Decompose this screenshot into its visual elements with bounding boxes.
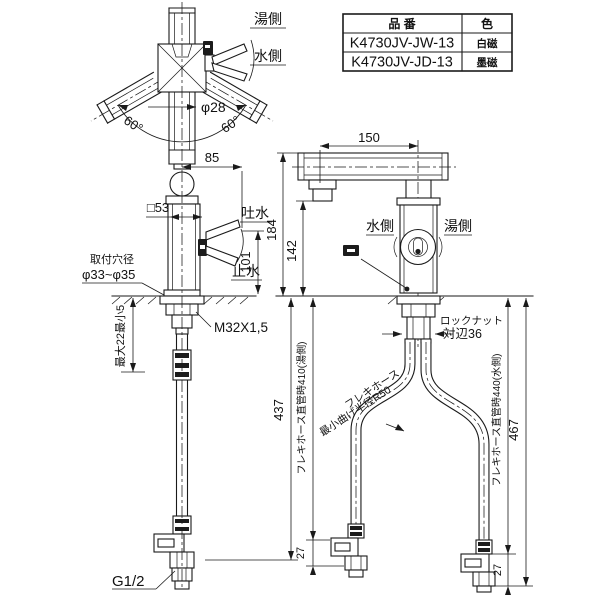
- dim-inlet-thread: G1/2: [112, 570, 176, 590]
- mount-hole-range: φ33~φ35: [82, 267, 135, 282]
- dim-hose-cold: フレキホース直管時440(水側) 27: [490, 298, 533, 595]
- color-white: 白磁: [477, 37, 498, 50]
- dim-deck-range-label: 最大22最小5: [113, 305, 127, 367]
- dim-height-spout: 142: [284, 200, 315, 296]
- dim-hose-hot: フレキホース直管時410(湯側) 27: [295, 298, 344, 575]
- dim-locknut-size: 対辺36: [443, 327, 482, 341]
- dim-spout-reach: 150: [319, 130, 418, 183]
- label-stop: 止水: [232, 263, 260, 279]
- part-number-white: K4730JV-JW-13: [350, 36, 455, 52]
- dim-handle-reach-label: 85: [205, 150, 219, 165]
- label-cold-side-front: 水側: [366, 218, 394, 234]
- dim-hose-hot-label: フレキホース直管時410(湯側): [295, 342, 308, 475]
- part-number-black: K4730JV-JD-13: [351, 55, 453, 71]
- mount-hole-title: 取付穴径: [90, 252, 134, 266]
- dim-height-spout-label: 142: [284, 240, 299, 262]
- dim-swing-left-label: 60°: [121, 113, 146, 136]
- dim-deck-range: 最大22最小5: [113, 298, 145, 373]
- dim-fitting-cold-label: 27: [492, 564, 504, 576]
- dim-thread-m32: M32X1,5: [195, 311, 268, 335]
- dim-thread-m32-label: M32X1,5: [214, 320, 268, 335]
- hose-hot-front: [330, 342, 416, 578]
- dim-total-height-right: 467: [506, 298, 529, 586]
- top-view: 湯側 水側 φ28 60° 60°: [90, 7, 286, 170]
- parts-table: 品 番 色 K4730JV-JW-13 白磁 K4730JV-JD-13 墨磁: [342, 13, 513, 72]
- hose-cold-front: [420, 342, 496, 593]
- dim-fitting-hot-label: 27: [295, 547, 307, 559]
- color-black: 墨磁: [477, 56, 498, 69]
- hose-side: [153, 333, 195, 590]
- dim-spout-reach-label: 150: [358, 130, 380, 145]
- label-hot-side-top: 湯側: [254, 11, 282, 27]
- spout-rotated-right: [199, 71, 268, 124]
- handle-front: [393, 228, 443, 266]
- table-header-color: 色: [481, 16, 493, 31]
- dim-height-total: 184: [264, 152, 300, 296]
- dim-body-square: □53: [146, 200, 202, 220]
- label-discharge: 吐水: [241, 205, 269, 221]
- lever-side: [198, 219, 244, 267]
- dim-locknut: ロックナット 対辺36: [382, 315, 503, 341]
- spout-front: [297, 152, 449, 202]
- dim-lever-stroke-label: 101: [239, 252, 253, 273]
- dim-handle-reach: 85: [182, 150, 243, 228]
- callout-mount-hole: 取付穴径 φ33~φ35: [82, 252, 165, 296]
- dim-total-height-label: 467: [506, 419, 521, 441]
- dim-swing-right-label: 60°: [218, 113, 243, 136]
- dim-hose-total-label: 437: [271, 399, 286, 421]
- dim-lever-stroke: 101: [239, 230, 264, 294]
- label-hot-side-front: 湯側: [444, 218, 472, 234]
- front-view: 水側 湯側 150 184 142: [264, 130, 534, 595]
- dim-pipe-diameter-label: φ28: [201, 99, 226, 115]
- dim-hose-total-side: 437: [205, 298, 298, 561]
- dim-inlet-thread-label: G1/2: [112, 573, 145, 590]
- dim-height-total-label: 184: [264, 219, 279, 241]
- mounting-hardware-front: [396, 295, 441, 344]
- dim-body-square-label: □53: [147, 200, 169, 215]
- dim-locknut-title: ロックナット: [440, 315, 503, 327]
- brand-mark: [343, 245, 410, 292]
- dim-hose-cold-label: フレキホース直管時440(水側): [490, 354, 503, 487]
- handle-top: [203, 39, 255, 82]
- label-cold-side-top: 水側: [254, 48, 282, 64]
- table-header-part: 品 番: [388, 16, 416, 31]
- side-view: 吐水 止水 85 □53 101 取付穴径: [82, 2, 298, 590]
- dim-pipe-diameter: φ28: [148, 99, 226, 115]
